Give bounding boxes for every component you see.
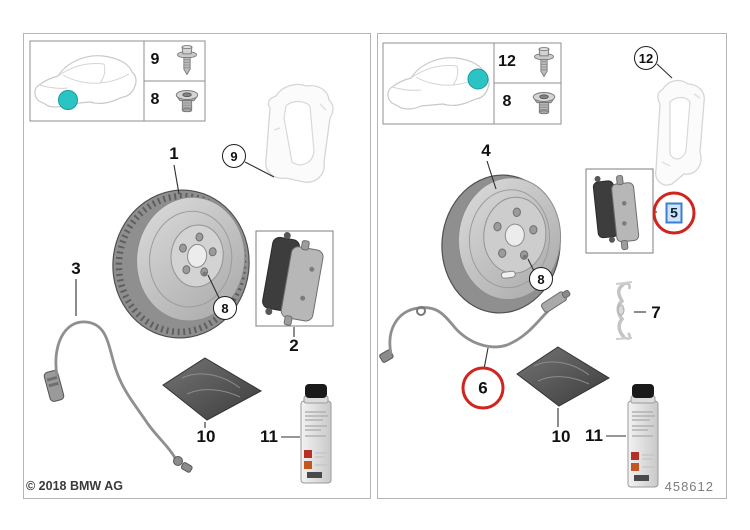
fastener-label-8[interactable]: 8 (150, 91, 160, 108)
circled-callout-hub-bolt[interactable]: 8 (529, 267, 553, 291)
fastener-label-8[interactable]: 8 (502, 93, 512, 110)
brake-disc-drawing (441, 174, 562, 314)
panel-rear-brakes: 12 8 12 4 8 5 7 6 10 11 458612 (377, 33, 727, 499)
callout-retaining-spring[interactable]: 7 (651, 303, 661, 322)
circled-callout-hub-bolt[interactable]: 8 (213, 296, 237, 320)
adjuster-slot (500, 270, 516, 279)
wheel-bolt (202, 271, 208, 277)
lubricant-packet-drawing (516, 346, 610, 407)
callout-brake-disc[interactable]: 1 (169, 144, 179, 163)
caliper-carrier-drawing (655, 79, 705, 186)
brake-pads-drawing (592, 175, 640, 251)
car-location-inset (382, 42, 562, 125)
leader-lines (75, 161, 300, 438)
fastener-label-12[interactable]: 12 (498, 53, 516, 70)
callout-wear-sensor[interactable]: 6 (478, 378, 488, 397)
wheel-bolt (522, 254, 528, 260)
brake-disc-drawing (112, 189, 250, 339)
circled-callout-caliper-carrier[interactable]: 12 (634, 46, 658, 70)
lubricant-packet-drawing (162, 357, 263, 421)
red-annotation-ring: 6 (461, 366, 505, 410)
car-location-inset (29, 40, 206, 122)
callout-spray-can[interactable]: 11 (585, 426, 603, 445)
axle-highlight-dot (58, 90, 78, 110)
car-silhouette (387, 57, 490, 110)
callout-lubricant-pack[interactable]: 10 (196, 427, 216, 446)
front-brake-artwork (29, 40, 334, 484)
callout-brake-disc[interactable]: 4 (481, 141, 491, 160)
car-silhouette (34, 55, 137, 110)
axle-highlight-dot (467, 68, 489, 90)
red-annotation-ring: 5 (652, 191, 696, 235)
callout-wear-sensor[interactable]: 3 (71, 259, 81, 278)
brake-pads-box (585, 168, 654, 254)
wear-sensor-drawing (43, 320, 193, 473)
wear-sensor-drawing (379, 289, 571, 363)
fastener-label-9[interactable]: 9 (150, 51, 160, 68)
caliper-carrier-drawing (265, 83, 334, 183)
circled-callout-caliper-carrier[interactable]: 9 (222, 144, 246, 168)
copyright-text: © 2018 BMW AG (26, 479, 123, 493)
sheet-number: 458612 (664, 479, 714, 494)
leader-lines (483, 63, 673, 437)
brake-pads-box (255, 230, 334, 327)
selected-callout-brake-pads[interactable]: 5 (665, 202, 683, 224)
spray-can-drawing (627, 384, 659, 488)
callout-lubricant-pack[interactable]: 10 (551, 427, 571, 446)
callout-spray-can[interactable]: 11 (260, 427, 278, 446)
retaining-spring-drawing (615, 281, 633, 340)
brake-pads-drawing (262, 232, 324, 326)
callout-brake-pads[interactable]: 2 (289, 336, 299, 355)
spray-can-drawing (300, 384, 332, 484)
rear-brake-artwork (379, 42, 705, 488)
panel-front-brakes: 9 8 1 9 8 3 2 10 11 © 2018 BMW AG (23, 33, 371, 499)
